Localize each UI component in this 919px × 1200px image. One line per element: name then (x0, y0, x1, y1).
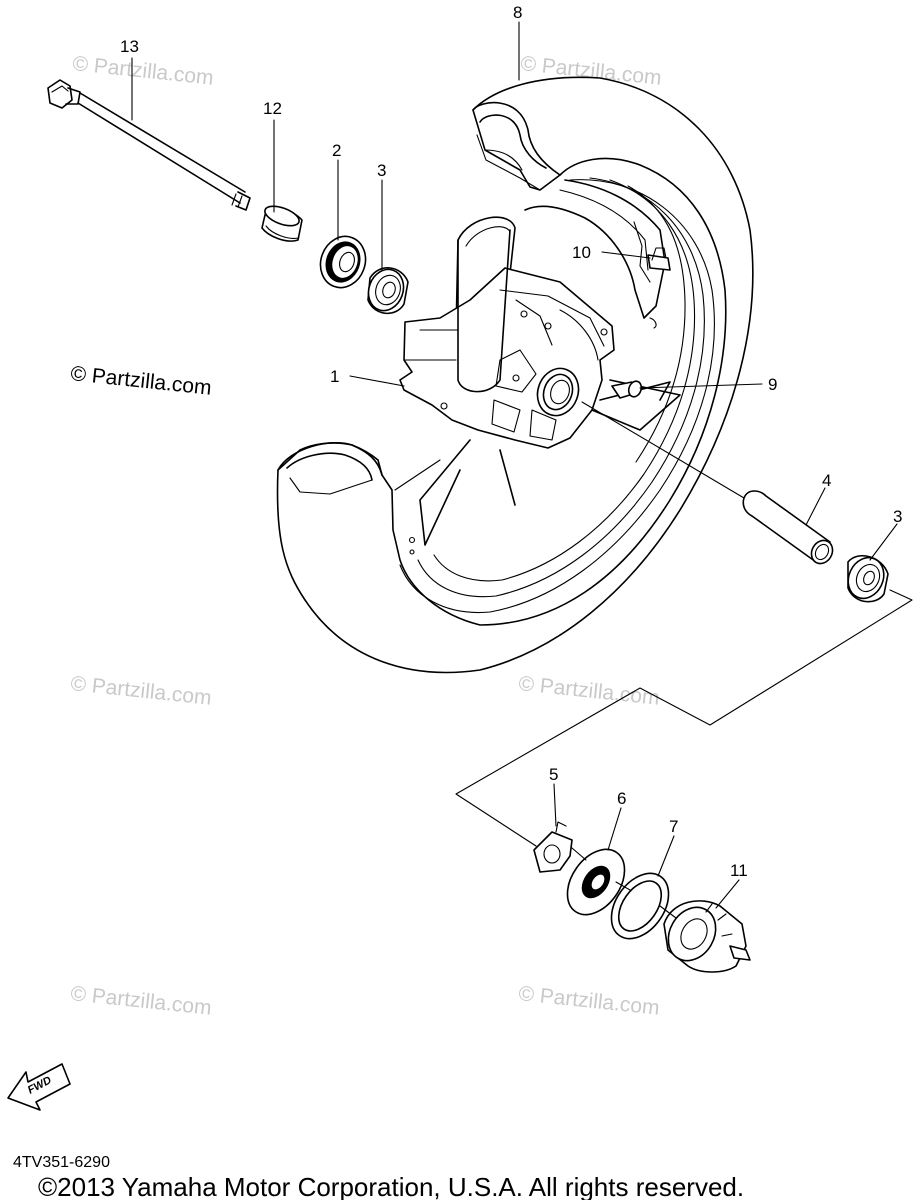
collar-part (261, 205, 303, 242)
hub-bolt-part (611, 380, 643, 399)
callout-1: 1 (330, 367, 339, 386)
wheel-assembly (276, 76, 754, 674)
spacer-part (742, 490, 834, 565)
washer-part (566, 848, 626, 916)
bearing-part-lower (847, 554, 889, 603)
callout-9: 9 (768, 375, 777, 394)
ring-part (610, 872, 670, 940)
callout-5: 5 (549, 765, 558, 784)
hub-part (394, 216, 681, 555)
speedometer-gear-part (663, 900, 751, 973)
callout-6: 6 (617, 789, 626, 808)
watermark: © Partzilla.com (71, 52, 214, 90)
callout-13: 13 (120, 37, 139, 56)
callout-12: 12 (263, 99, 282, 118)
watermark-main: © Partzilla.com (69, 362, 212, 400)
callout-3-lower: 3 (893, 507, 902, 526)
callout-11: 11 (730, 861, 748, 880)
watermark: © Partzilla.com (517, 982, 660, 1020)
callout-3-upper: 3 (377, 161, 386, 180)
callout-4: 4 (822, 471, 831, 490)
watermark: © Partzilla.com (517, 672, 660, 710)
leader-lines (131, 21, 898, 909)
valve-part (647, 247, 671, 271)
axle-bolt-part (47, 79, 251, 211)
retainer-part (533, 821, 573, 873)
oil-seal-part (319, 235, 367, 289)
callout-8: 8 (513, 3, 522, 22)
watermark: © Partzilla.com (69, 982, 212, 1020)
callout-7: 7 (669, 817, 678, 836)
watermark: © Partzilla.com (69, 672, 212, 710)
diagram-code: 4TV351-6290 (13, 1154, 110, 1171)
copyright-notice: ©2013 Yamaha Motor Corporation, U.S.A. A… (38, 1172, 744, 1200)
bearing-part-upper (367, 267, 409, 315)
callout-10: 10 (572, 243, 591, 262)
callout-2: 2 (332, 141, 341, 160)
fwd-arrow-icon: FWD (7, 1063, 71, 1111)
assembly-guide-line (455, 401, 913, 919)
